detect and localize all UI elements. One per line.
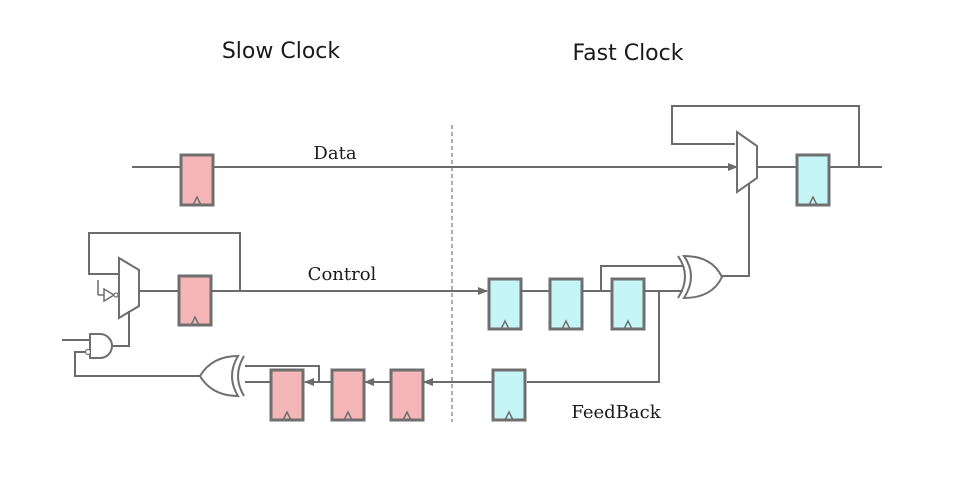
inverter-icon	[97, 280, 119, 303]
slow-clock-title: Slow Clock	[222, 39, 341, 64]
fast-feedback-register	[491, 368, 527, 422]
and-gate	[84, 333, 113, 359]
fast-sync-register-1	[487, 277, 523, 331]
slow-sync-register-2	[330, 368, 366, 422]
mux-select-wire	[720, 184, 750, 277]
control-loop-wire	[88, 232, 241, 291]
and-output-wire	[112, 311, 130, 347]
control-label: Control	[308, 264, 377, 285]
slow-xor-gate	[198, 354, 245, 398]
slow-control-register	[177, 274, 213, 327]
slow-sync-register-3	[269, 368, 305, 422]
data-label: Data	[313, 143, 356, 164]
fast-xor-gate	[677, 254, 724, 300]
slow-sync-register-1	[389, 368, 425, 422]
slow-xor-output-wire	[74, 351, 200, 377]
fast-sync-register-2	[548, 277, 584, 331]
feedback-label: FeedBack	[571, 402, 661, 423]
slow-xor-input-a	[245, 365, 320, 382]
control-mux	[118, 256, 140, 320]
fast-data-register	[795, 153, 831, 207]
slow-data-register	[179, 153, 215, 207]
fast-data-mux	[736, 130, 758, 194]
fast-data-loop-wire	[671, 105, 882, 168]
feedback-tap-wire	[527, 291, 660, 383]
fast-clock-title: Fast Clock	[573, 41, 684, 66]
xor-input-wire-a	[600, 265, 683, 291]
fast-sync-register-3	[610, 277, 646, 331]
